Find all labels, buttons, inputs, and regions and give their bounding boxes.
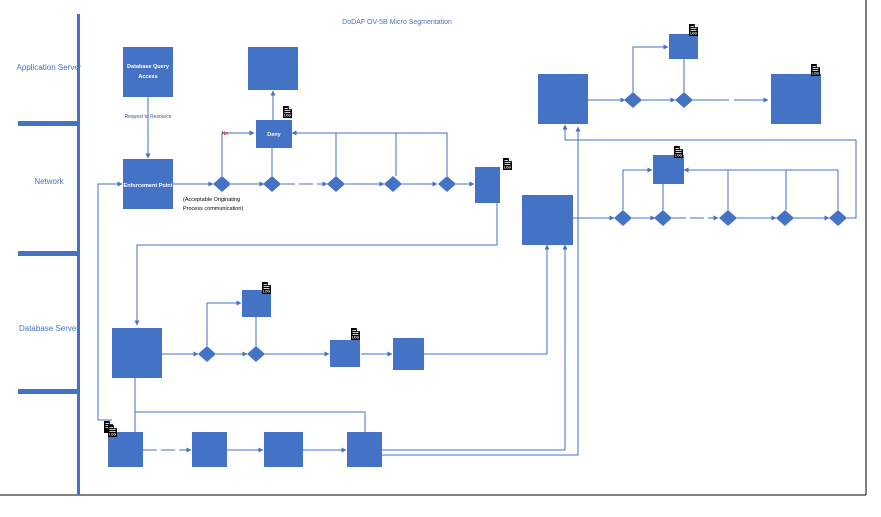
bottom-box-1 [108,432,143,467]
bottom-box-2 [192,432,227,467]
log-icon-app: LOG [688,23,699,37]
lane-label-network: Network [34,177,64,186]
deny-label: Deny [267,132,281,138]
deny-box [256,120,292,148]
database-query-access-label-1: Database Query [127,64,170,70]
decision-nodes [198,92,847,362]
app-result-box [771,74,821,124]
svg-text:LOG: LOG [812,72,819,76]
no-label: No [222,131,229,137]
svg-text:LOG: LOG [504,166,511,170]
log-icon-network-right: LOG [673,145,684,159]
log-icon-network: LOG [502,157,513,171]
log-icon-db-2: LOG [350,327,361,341]
process-boxes [108,34,821,467]
diagram-title: DoDAF OV-5B Micro Segmentation [342,19,452,26]
acceptable-note-line-2: Process communication) [183,206,243,212]
log-icons: LOG LOG LOG LOG LOG LOG LOG [103,23,821,438]
log-icon-db: LOG [261,281,272,295]
lane-divider [77,14,80,495]
acceptable-note-line-1: (Acceptable Originating [183,197,240,203]
svg-text:LOG: LOG [690,32,697,36]
lane-bar-1 [18,121,77,126]
bottom-box-4 [347,432,382,467]
app-log-box [669,34,698,59]
network-log-box [475,167,500,203]
database-query-access-box [123,47,173,97]
request-to-resource-label: Request to Resource [125,114,172,120]
enforcement-point-label: Enforcement Point [124,183,173,189]
database-query-access-label-2: Access [138,74,157,80]
network-right-log-box [653,155,684,184]
lane-bar-2 [18,251,77,256]
svg-text:LOG: LOG [675,154,682,158]
app-server-box [538,74,588,124]
lane-bar-3 [18,389,77,394]
database-big-box [112,328,162,378]
lane-label-application-server: Application Server [17,63,82,72]
top-result-box [248,47,298,90]
bottom-box-3 [264,432,303,467]
lane-label-database-server: Database Server [19,324,79,333]
log-icon-bottom: LOG [107,424,118,438]
db-end-box [393,338,424,370]
svg-text:LOG: LOG [352,336,359,340]
svg-text:LOG: LOG [284,114,291,118]
log-icon-deny: LOG [282,105,293,119]
network-big-box [522,195,573,245]
enforcement-point-box [123,159,173,209]
svg-text:LOG: LOG [109,433,116,437]
connectors [97,44,857,456]
svg-text:LOG: LOG [263,290,270,294]
db-log-box [242,290,271,317]
log-icon-app-result: LOG [810,63,821,77]
db-log-box-2 [330,340,360,367]
